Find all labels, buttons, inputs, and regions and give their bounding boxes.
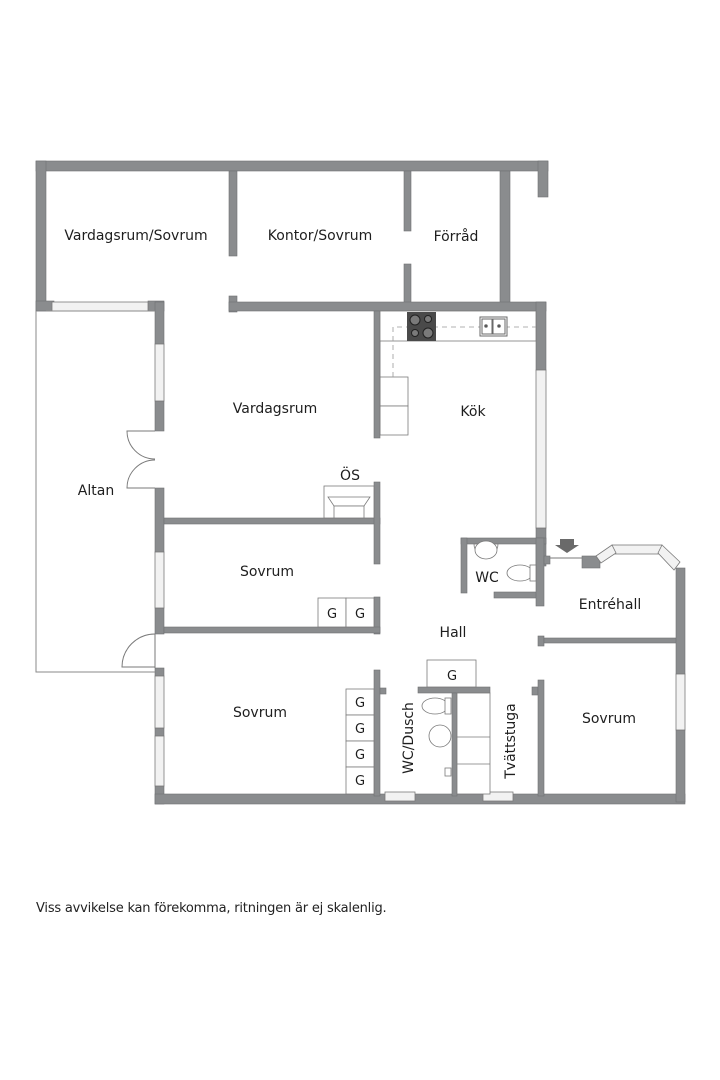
label-wc-dusch: WC/Dusch — [401, 702, 417, 774]
windows — [51, 301, 686, 802]
label-sovrum-3: Sovrum — [582, 711, 636, 727]
kitchen-counter — [379, 310, 537, 436]
label-entrehall: Entréhall — [579, 597, 642, 613]
label-forrad: Förråd — [434, 228, 479, 245]
shower-toilet-icon — [421, 697, 449, 715]
wardrobe-label: G — [447, 669, 457, 684]
wardrobe-label: G — [355, 696, 365, 711]
label-kok: Kök — [460, 404, 486, 420]
sanitary-fixtures — [421, 540, 537, 795]
label-sovrum-2: Sovrum — [233, 705, 287, 721]
label-hall: Hall — [440, 625, 467, 641]
label-sovrum-1: Sovrum — [240, 564, 294, 580]
kitchen-sink-icon — [479, 316, 508, 337]
wardrobe-label: G — [355, 607, 365, 622]
room-labels: Vardagsrum/Sovrum Kontor/Sovrum Förråd V… — [64, 228, 641, 780]
wc-toilet-icon — [506, 564, 534, 582]
walls — [35, 160, 686, 805]
wardrobe-labels: G G G G G G G — [327, 607, 457, 789]
shower-sink-icon — [428, 724, 452, 748]
label-vardagsrum: Vardagsrum — [233, 401, 318, 417]
label-wc: WC — [475, 570, 499, 586]
entrance-arrow-icon — [555, 539, 579, 553]
label-vardagsrum-sovrum: Vardagsrum/Sovrum — [64, 228, 207, 244]
wardrobes — [317, 597, 477, 795]
wardrobe-label: G — [355, 722, 365, 737]
fireplace-icon — [323, 485, 375, 519]
label-os: ÖS — [340, 466, 360, 484]
label-kontor-sovrum: Kontor/Sovrum — [268, 228, 372, 244]
wardrobe-label: G — [327, 607, 337, 622]
wardrobe-label: G — [355, 774, 365, 789]
label-tvattstuga: Tvättstuga — [503, 703, 519, 780]
stove-icon — [407, 312, 436, 341]
altan-outline — [35, 310, 155, 673]
label-altan: Altan — [78, 483, 114, 499]
wardrobe-label: G — [355, 748, 365, 763]
disclaimer-text: Viss avvikelse kan förekomma, ritningen … — [36, 901, 387, 916]
doors — [121, 430, 582, 668]
